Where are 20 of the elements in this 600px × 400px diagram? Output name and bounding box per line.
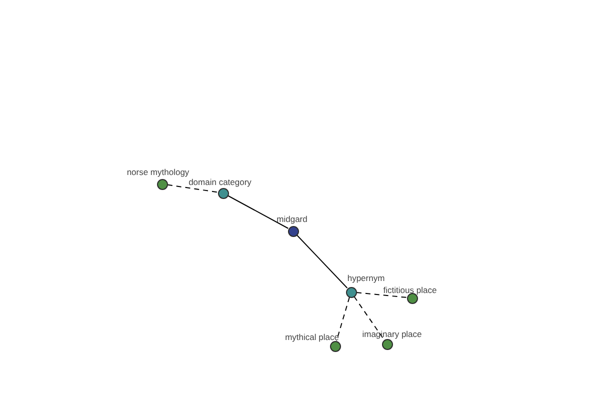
connector-line — [356, 292, 408, 298]
node-label: hypernym — [347, 273, 385, 283]
node-label: mythical place — [285, 332, 339, 342]
graph-node — [346, 286, 356, 298]
connector-line — [227, 195, 289, 229]
graph-node — [288, 226, 298, 236]
graph-node — [382, 338, 392, 350]
node-label: fictitious place — [383, 285, 437, 295]
node-label: midgard — [276, 214, 308, 224]
connector-line — [296, 234, 348, 289]
node-label: norse mythology — [126, 167, 190, 177]
graph-node — [156, 178, 168, 190]
connector-line — [354, 296, 384, 340]
connector-line — [336, 296, 350, 342]
node-label: imaginary place — [362, 329, 422, 339]
graph-node — [218, 188, 228, 198]
graph-node — [406, 292, 418, 304]
connector-line — [166, 184, 218, 193]
graph-node — [330, 340, 340, 352]
node-label: domain category — [188, 177, 252, 187]
